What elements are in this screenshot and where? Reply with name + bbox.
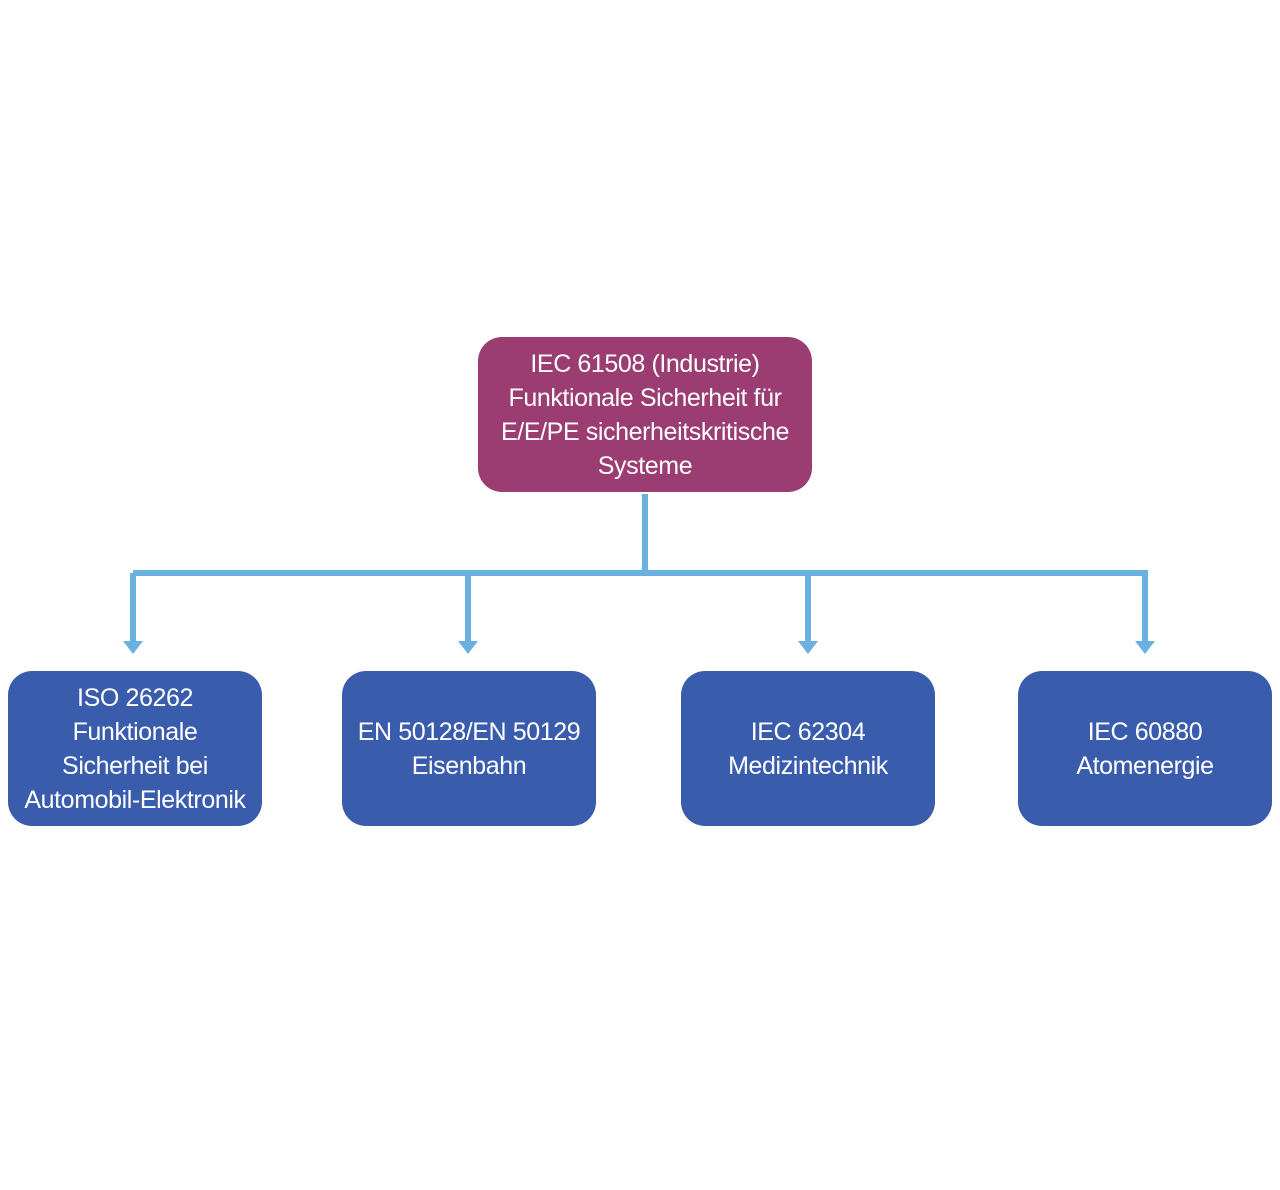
child-1-line-3: Sicherheit bei [62, 751, 208, 780]
child-1-line-2: Funktionale [72, 717, 198, 746]
child-3-line-2: Medizintechnik [728, 751, 888, 780]
child-box-nuclear: IEC 60880 Atomenergie [1018, 671, 1272, 826]
root-line-1: IEC 61508 (Industrie) [530, 349, 760, 378]
child-1-line-4: Automobil-Elektronik [24, 785, 246, 814]
root-line-2: Funktionale Sicherheit für [508, 383, 782, 412]
child-box-railway: EN 50128/EN 50129 Eisenbahn [342, 671, 596, 826]
arrow-head-3 [798, 641, 818, 654]
root-standard-box: IEC 61508 (Industrie) Funktionale Sicher… [478, 337, 812, 492]
arrow-head-2 [458, 641, 478, 654]
child-box-medical: IEC 62304 Medizintechnik [681, 671, 935, 826]
child-box-automotive: ISO 26262 Funktionale Sicherheit bei Aut… [8, 671, 262, 826]
root-line-3: E/E/PE sicherheitskritische [501, 417, 789, 446]
child-2-line-1: EN 50128/EN 50129 [357, 717, 581, 746]
arrow-head-4 [1135, 641, 1155, 654]
child-2-line-2: Eisenbahn [411, 751, 527, 780]
child-1-line-1: ISO 26262 [77, 683, 193, 712]
child-4-line-2: Atomenergie [1076, 751, 1214, 780]
child-3-line-1: IEC 62304 [750, 717, 866, 746]
root-line-4: Systeme [597, 451, 693, 480]
child-4-line-1: IEC 60880 [1087, 717, 1203, 746]
arrow-head-1 [123, 641, 143, 654]
